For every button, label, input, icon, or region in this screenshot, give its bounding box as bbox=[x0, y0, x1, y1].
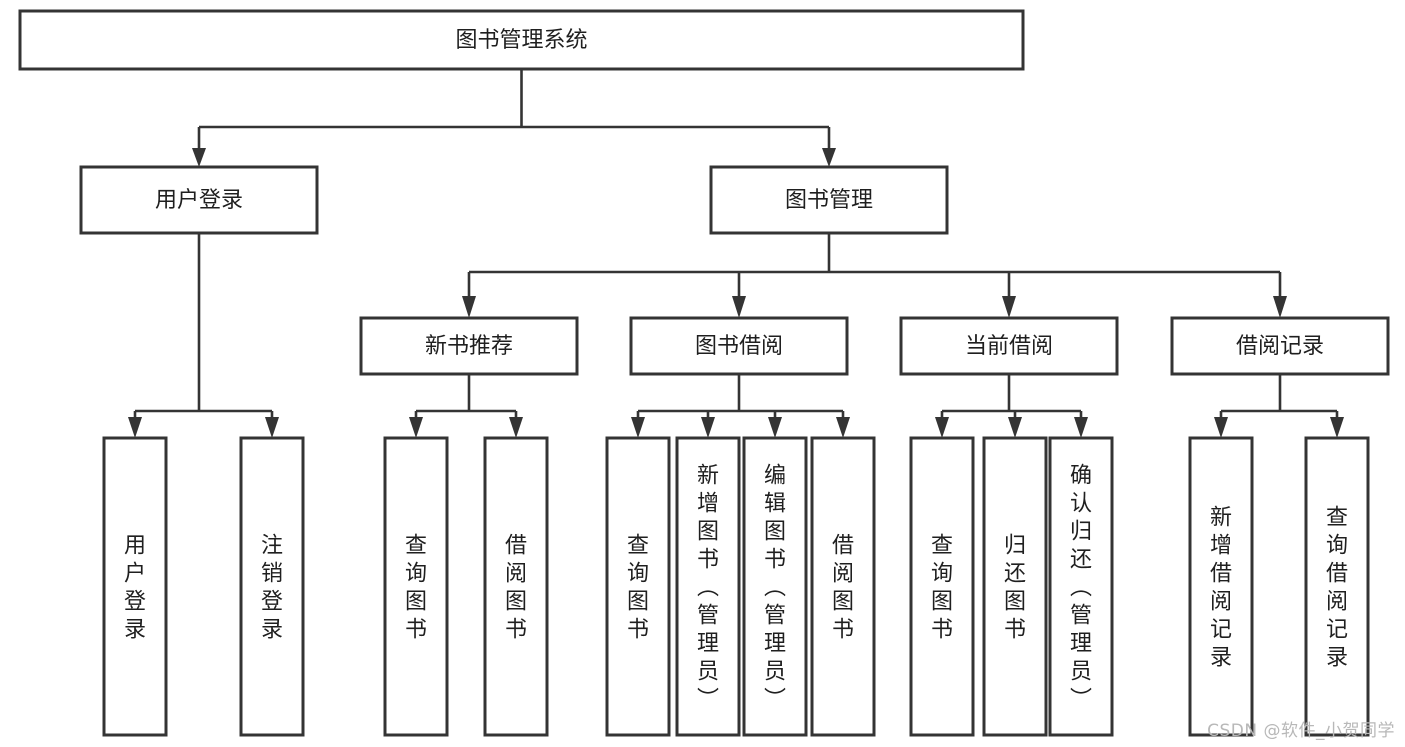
node-user-login-box[interactable] bbox=[79, 165, 319, 235]
arrow-head-leaf-add-borrow-record bbox=[1214, 417, 1228, 438]
node-book-management-box[interactable] bbox=[709, 165, 949, 235]
node-leaf-confirm-return[interactable]: 确认归还︵管理员︶ bbox=[1048, 436, 1114, 737]
node-leaf-query-book-3[interactable]: 查询图书 bbox=[909, 436, 975, 737]
arrow-head-leaf-query-book-2 bbox=[631, 417, 645, 438]
node-leaf-borrow-book-1-box[interactable] bbox=[483, 436, 549, 737]
node-leaf-borrow-book-2-label: 借阅图书 bbox=[832, 534, 854, 643]
node-current-borrow[interactable]: 当前借阅 bbox=[899, 316, 1119, 376]
arrow-head-leaf-query-borrow-record bbox=[1330, 417, 1344, 438]
node-leaf-query-book-2[interactable]: 查询图书 bbox=[605, 436, 671, 737]
arrow-head-leaf-query-book-3 bbox=[935, 417, 949, 438]
node-leaf-query-book-2-box[interactable] bbox=[605, 436, 671, 737]
node-leaf-borrow-book-1-label: 借阅图书 bbox=[505, 534, 527, 643]
node-leaf-add-borrow-record-box[interactable] bbox=[1188, 436, 1254, 737]
arrow-head-leaf-confirm-return bbox=[1074, 417, 1088, 438]
node-leaf-return-book[interactable]: 归还图书 bbox=[982, 436, 1048, 737]
node-leaf-add-book[interactable]: 新增图书︵管理员︶ bbox=[675, 436, 741, 737]
node-leaf-add-borrow-record[interactable]: 新增借阅记录 bbox=[1188, 436, 1254, 737]
arrow-head-leaf-borrow-book-1 bbox=[509, 417, 523, 438]
leaf-node-layer: 用户登录 注销登录 查询图书 借阅图书 查询图书 新增图书︵管理员︶ 编辑图书︵管理员︶ 借阅… bbox=[102, 436, 1370, 737]
connector-layer bbox=[128, 69, 1344, 438]
node-leaf-user-logout[interactable]: 注销登录 bbox=[239, 436, 305, 737]
node-book-management[interactable]: 图书管理 bbox=[709, 165, 949, 235]
arrow-head-leaf-user-login bbox=[128, 417, 142, 438]
arrow-head-current-borrow bbox=[1002, 296, 1016, 318]
arrow-head-user-login bbox=[192, 148, 206, 167]
node-leaf-user-logout-box[interactable] bbox=[239, 436, 305, 737]
node-leaf-confirm-return-box[interactable] bbox=[1048, 436, 1114, 737]
node-current-borrow-box[interactable] bbox=[899, 316, 1119, 376]
arrow-head-leaf-user-logout bbox=[265, 417, 279, 438]
node-new-book-recommend[interactable]: 新书推荐 bbox=[359, 316, 579, 376]
node-root-label: 图书管理系统 bbox=[455, 28, 587, 53]
node-leaf-return-book-box[interactable] bbox=[982, 436, 1048, 737]
node-book-borrow[interactable]: 图书借阅 bbox=[629, 316, 849, 376]
node-leaf-query-borrow-record-label: 查询借阅记录 bbox=[1326, 506, 1348, 671]
arrow-head-leaf-return-book bbox=[1008, 417, 1022, 438]
node-book-borrow-box[interactable] bbox=[629, 316, 849, 376]
arrow-head-leaf-edit-book bbox=[768, 417, 782, 438]
node-leaf-add-book-box[interactable] bbox=[675, 436, 741, 737]
arrow-head-new-book-recommend bbox=[462, 296, 476, 318]
node-root-box[interactable] bbox=[18, 9, 1025, 71]
node-leaf-borrow-book-2-box[interactable] bbox=[810, 436, 876, 737]
arrow-head-book-management bbox=[822, 148, 836, 167]
arrow-head-leaf-add-book bbox=[701, 417, 715, 438]
node-book-management-label: 图书管理 bbox=[785, 188, 873, 213]
arrow-head-leaf-borrow-book-2 bbox=[836, 417, 850, 438]
node-leaf-add-book-label: 新增图书︵管理员︶ bbox=[697, 464, 719, 713]
node-leaf-query-book-1-label: 查询图书 bbox=[405, 534, 427, 643]
node-leaf-edit-book-label: 编辑图书︵管理员︶ bbox=[764, 464, 786, 713]
node-leaf-user-login-box[interactable] bbox=[102, 436, 168, 737]
node-leaf-user-login[interactable]: 用户登录 bbox=[102, 436, 168, 737]
node-leaf-edit-book-box[interactable] bbox=[742, 436, 808, 737]
arrow-head-borrow-record bbox=[1273, 296, 1287, 318]
node-new-book-recommend-label: 新书推荐 bbox=[425, 334, 513, 359]
node-leaf-user-logout-label: 注销登录 bbox=[261, 534, 283, 643]
node-root[interactable]: 图书管理系统 bbox=[18, 9, 1025, 71]
node-leaf-query-borrow-record[interactable]: 查询借阅记录 bbox=[1304, 436, 1370, 737]
node-leaf-query-borrow-record-box[interactable] bbox=[1304, 436, 1370, 737]
node-user-login[interactable]: 用户登录 bbox=[79, 165, 319, 235]
node-leaf-borrow-book-2[interactable]: 借阅图书 bbox=[810, 436, 876, 737]
node-borrow-record-label: 借阅记录 bbox=[1236, 334, 1324, 359]
node-leaf-confirm-return-label: 确认归还︵管理员︶ bbox=[1070, 464, 1092, 713]
node-leaf-query-book-1[interactable]: 查询图书 bbox=[383, 436, 449, 737]
node-leaf-query-book-1-box[interactable] bbox=[383, 436, 449, 737]
node-borrow-record[interactable]: 借阅记录 bbox=[1170, 316, 1390, 376]
arrow-head-book-borrow bbox=[732, 296, 746, 318]
node-leaf-return-book-label: 归还图书 bbox=[1004, 534, 1026, 643]
node-leaf-user-login-label: 用户登录 bbox=[124, 534, 146, 643]
node-leaf-query-book-3-label: 查询图书 bbox=[931, 534, 953, 643]
node-leaf-borrow-book-1[interactable]: 借阅图书 bbox=[483, 436, 549, 737]
node-new-book-recommend-box[interactable] bbox=[359, 316, 579, 376]
arrow-head-leaf-query-book-1 bbox=[409, 417, 423, 438]
node-borrow-record-box[interactable] bbox=[1170, 316, 1390, 376]
node-leaf-query-book-2-label: 查询图书 bbox=[627, 534, 649, 643]
node-user-login-label: 用户登录 bbox=[155, 188, 243, 213]
node-leaf-query-book-3-box[interactable] bbox=[909, 436, 975, 737]
node-book-borrow-label: 图书借阅 bbox=[695, 334, 783, 359]
node-current-borrow-label: 当前借阅 bbox=[965, 334, 1053, 359]
node-leaf-add-borrow-record-label: 新增借阅记录 bbox=[1210, 506, 1232, 671]
node-leaf-edit-book[interactable]: 编辑图书︵管理员︶ bbox=[742, 436, 808, 737]
